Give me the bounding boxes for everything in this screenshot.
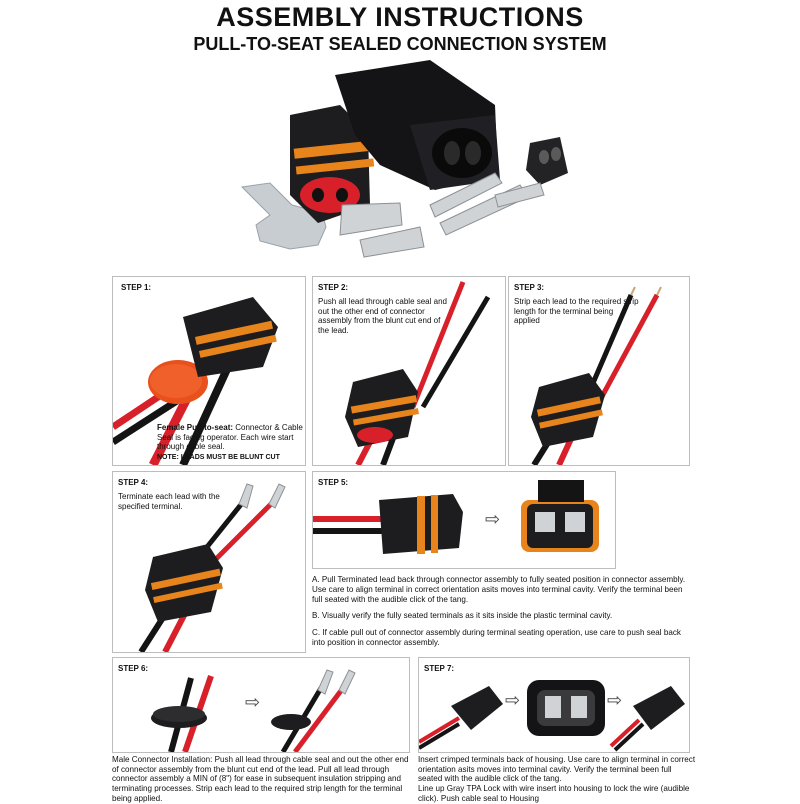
step-5-arrow-icon: ⇨ [485, 509, 501, 529]
step-5-item-a: A. Pull Terminated lead back through con… [312, 575, 686, 604]
step-6-panel: STEP 6: ⇨ [112, 657, 410, 753]
step-2-image [345, 281, 491, 465]
step-5-label: STEP 5: [318, 478, 349, 487]
step-1-image [113, 297, 278, 465]
step-7-text: Insert crimped terminals back of housing… [418, 755, 696, 803]
step-1-panel: STEP 1: Female Pull-to-seat: Connector &… [112, 276, 306, 466]
step-5-item-c: C. If cable pull out of connector assemb… [312, 628, 681, 647]
step-5-instructions: A. Pull Terminated lead back through con… [312, 575, 690, 655]
step-5-item-b: B. Visually verify the fully seated term… [312, 611, 613, 621]
step-4-panel: STEP 4: Terminate each lead with the spe… [112, 471, 306, 653]
step-2-panel: STEP 2: Push all lead through cable seal… [312, 276, 506, 466]
step-7-arrow-1-icon: ⇨ [505, 690, 521, 710]
step-4-text: Terminate each lead with the specified t… [118, 492, 220, 511]
page-title: ASSEMBLY INSTRUCTIONS [216, 2, 584, 32]
step-7-label: STEP 7: [424, 664, 455, 673]
step-1-caption: Female Pull-to-seat: Connector & Cable S… [157, 423, 303, 462]
step-3-panel: STEP 3: Strip each lead to the required … [508, 276, 690, 466]
step-6-text: Male Connector Installation: Push all le… [112, 755, 409, 803]
step-5-panel: STEP 5: ⇨ [312, 471, 616, 569]
step-7-arrow-2-icon: ⇨ [607, 690, 623, 710]
product-kit-image [240, 60, 568, 258]
step-3-image [531, 286, 662, 465]
step-4-label: STEP 4: [118, 478, 149, 487]
step-1-label: STEP 1: [121, 283, 152, 292]
step-1-note: NOTE: LEADS MUST BE BLUNT CUT [157, 453, 280, 461]
step-6-image [151, 669, 356, 752]
step-2-text: Push all lead through cable seal and out… [318, 297, 447, 335]
step-7-panel: STEP 7: ⇨ ⇨ [418, 657, 690, 753]
page-subtitle: PULL-TO-SEAT SEALED CONNECTION SYSTEM [193, 34, 607, 54]
step-1-caption-bold: Female Pull-to-seat: [157, 423, 234, 432]
step-2-label: STEP 2: [318, 283, 349, 292]
step-3-text: Strip each lead to the required strip le… [514, 297, 639, 325]
step-6-label: STEP 6: [118, 664, 149, 673]
step-6-arrow-icon: ⇨ [245, 692, 261, 712]
step-3-label: STEP 3: [514, 283, 545, 292]
step-5-image [313, 480, 599, 554]
step-7-image [419, 680, 685, 752]
step-1-caption-text: Connector & Cable Seal is facing operato… [157, 423, 303, 451]
step-4-image [138, 483, 286, 652]
